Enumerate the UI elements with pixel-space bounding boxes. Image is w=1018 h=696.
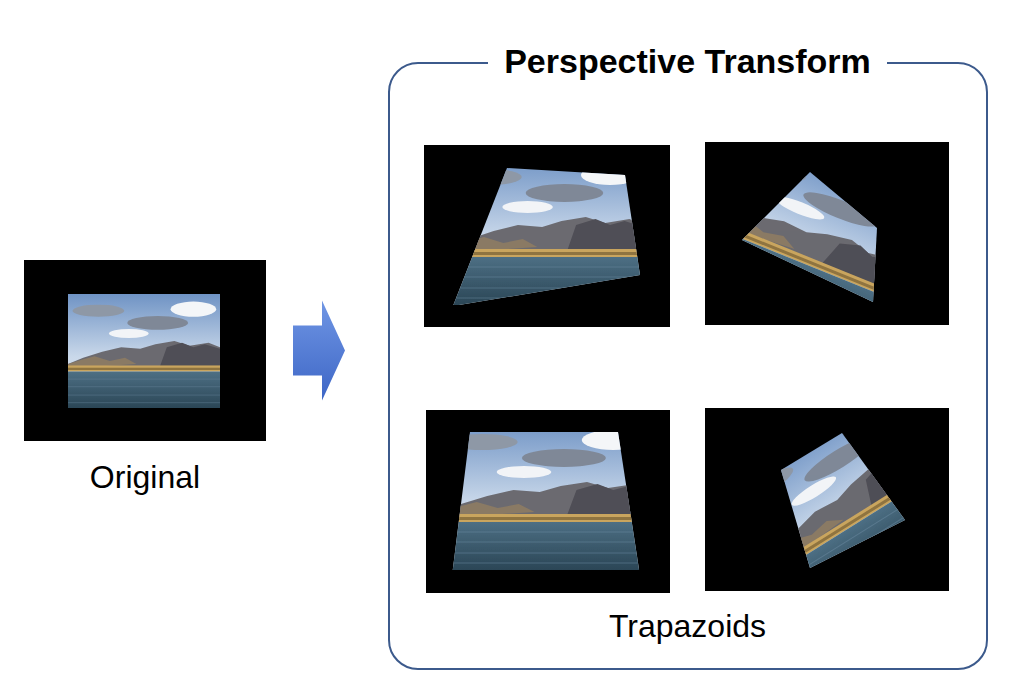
group-panel: Perspective TransformTrapazoids <box>388 62 988 670</box>
photo <box>440 420 650 570</box>
photo <box>68 294 220 408</box>
caption: Trapazoids <box>609 608 766 645</box>
image-frame <box>424 145 670 327</box>
photo <box>450 155 644 305</box>
photo <box>718 383 967 616</box>
caption: Original <box>90 459 200 496</box>
panel-title: Perspective Transform <box>488 42 887 81</box>
image-frame <box>426 410 670 593</box>
photo <box>689 130 931 344</box>
block-arrow <box>293 301 345 401</box>
image-frame <box>24 260 266 441</box>
image-box: Original <box>24 260 266 441</box>
